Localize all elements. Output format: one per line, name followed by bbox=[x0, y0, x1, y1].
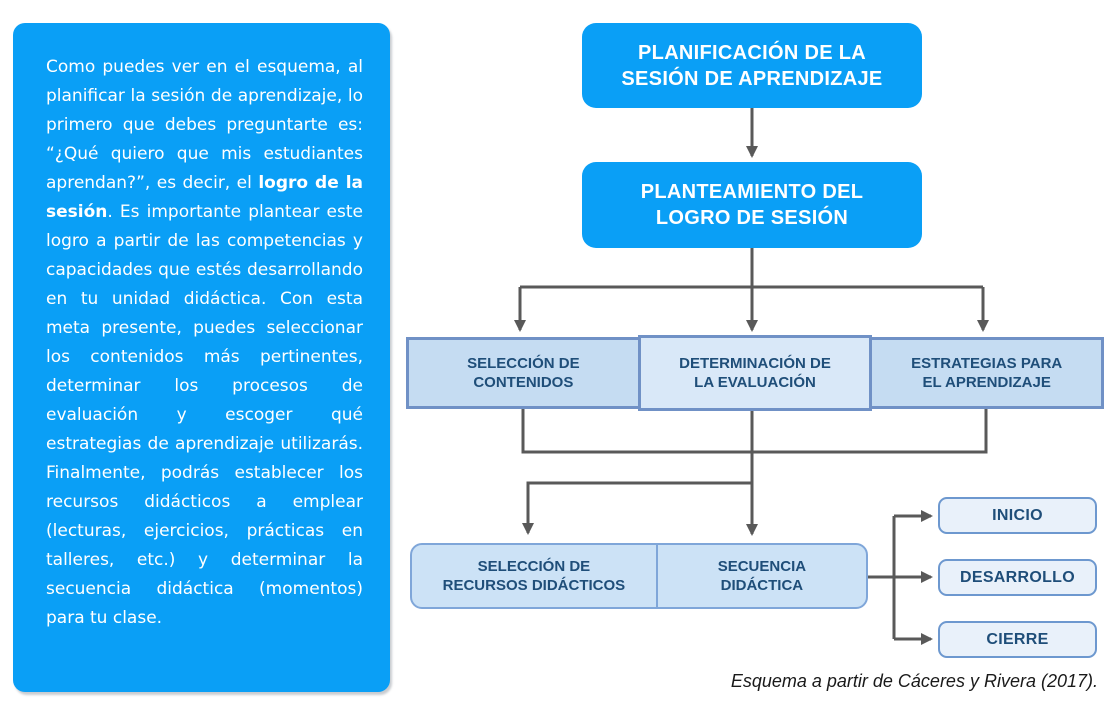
cell-estrategias-aprendizaje: ESTRATEGIAS PARA EL APRENDIZAJE bbox=[872, 340, 1101, 406]
cell-label-line: SELECCIÓN DE bbox=[477, 558, 591, 575]
intro-panel: Como puedes ver en el esquema, al planif… bbox=[13, 23, 390, 692]
intro-paragraph: Como puedes ver en el esquema, al planif… bbox=[46, 53, 363, 633]
intro-text-bold: logro de la sesión bbox=[46, 173, 363, 222]
node-label-line: SESIÓN DE APRENDIZAJE bbox=[621, 67, 883, 90]
cell-determinacion-evaluacion: DETERMINACIÓN DE LA EVALUACIÓN bbox=[637, 335, 873, 411]
node-cierre: CIERRE bbox=[938, 621, 1097, 658]
node-planificacion: PLANIFICACIÓN DE LA SESIÓN DE APRENDIZAJ… bbox=[582, 23, 922, 108]
moments-spine bbox=[868, 516, 896, 639]
branch-rail-top bbox=[520, 248, 983, 289]
funnel-rail bbox=[521, 409, 988, 454]
cell-label-line: DETERMINACIÓN DE bbox=[679, 355, 831, 372]
bottom-row: SELECCIÓN DE RECURSOS DIDÁCTICOS SECUENC… bbox=[410, 543, 868, 609]
node-planteamiento: PLANTEAMIENTO DEL LOGRO DE SESIÓN bbox=[582, 162, 922, 248]
node-label-line: LOGRO DE SESIÓN bbox=[655, 207, 849, 229]
intro-text-after: . Es importante plantear este logro a pa… bbox=[46, 202, 363, 628]
cell-label-line: SECUENCIA bbox=[717, 558, 807, 575]
node-label-line: PLANTEAMIENTO DEL bbox=[640, 181, 864, 203]
node-desarrollo: DESARROLLO bbox=[938, 559, 1097, 596]
cell-label-line: SELECCIÓN DE bbox=[467, 355, 580, 372]
cell-label-line: LA EVALUACIÓN bbox=[694, 374, 816, 391]
cell-label-line: CONTENIDOS bbox=[473, 374, 574, 391]
cell-label-line: EL APRENDIZAJE bbox=[922, 374, 1051, 391]
middle-row: SELECCIÓN DE CONTENIDOS DETERMINACIÓN DE… bbox=[406, 335, 1104, 411]
cell-label-line: ESTRATEGIAS PARA bbox=[911, 355, 1063, 372]
cell-secuencia-didactica: SECUENCIA DIDÁCTICA bbox=[658, 545, 866, 607]
cell-seleccion-recursos: SELECCIÓN DE RECURSOS DIDÁCTICOS bbox=[412, 545, 658, 607]
cell-label-line: DIDÁCTICA bbox=[720, 577, 804, 594]
cell-label-line: RECURSOS DIDÁCTICOS bbox=[442, 577, 626, 594]
arrow-into-recursos bbox=[522, 481, 752, 535]
cell-seleccion-contenidos: SELECCIÓN DE CONTENIDOS bbox=[409, 340, 638, 406]
source-caption: Esquema a partir de Cáceres y Rivera (20… bbox=[730, 671, 1098, 691]
node-label-line: PLANIFICACIÓN DE LA bbox=[638, 41, 866, 64]
intro-text-before: Como puedes ver en el esquema, al planif… bbox=[46, 57, 363, 193]
node-inicio: INICIO bbox=[938, 497, 1097, 534]
